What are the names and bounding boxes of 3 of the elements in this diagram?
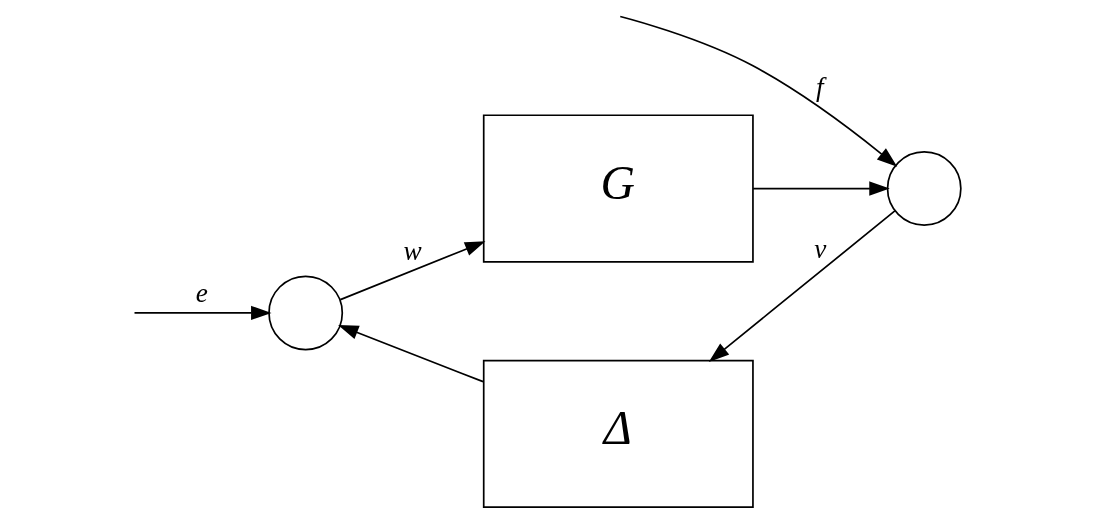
edge-label: e xyxy=(195,277,208,308)
edge-label: v xyxy=(814,233,827,264)
edge-label: w xyxy=(403,235,422,266)
